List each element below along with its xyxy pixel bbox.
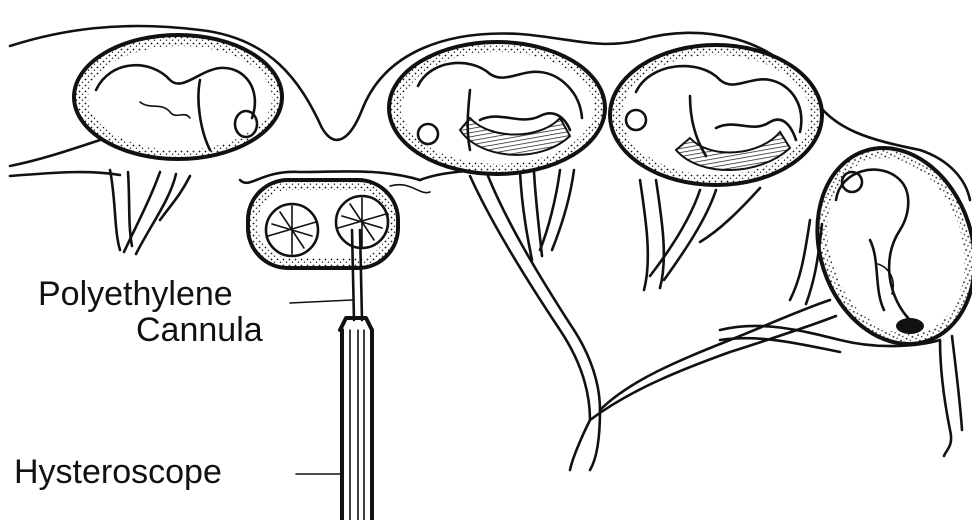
gestational-sac-1 bbox=[74, 35, 282, 159]
gestational-sac-2 bbox=[389, 42, 605, 174]
hysteroscope bbox=[296, 318, 372, 520]
resorption-sac bbox=[248, 180, 430, 268]
cannula-label-line1: Polyethylene bbox=[38, 276, 233, 312]
gestational-sac-3 bbox=[610, 45, 822, 185]
cannula-label-line2: Cannula bbox=[136, 312, 263, 348]
hysteroscope-label: Hysteroscope bbox=[14, 454, 222, 490]
